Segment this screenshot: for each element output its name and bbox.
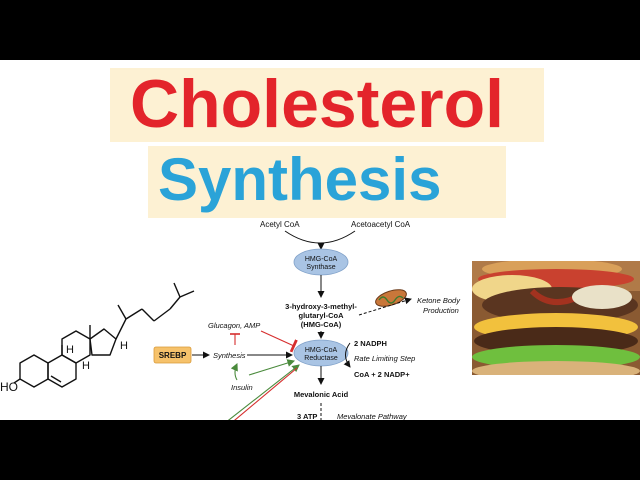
atp-label: 3 ATP <box>297 412 317 420</box>
reductase-label-line2: Reductase <box>304 355 338 362</box>
title-band-2 <box>148 146 506 218</box>
cofactor-curve <box>343 342 351 368</box>
slide-frame: Cholesterol Synthesis <box>0 60 640 420</box>
acetoacetyl-coa-label: Acetoacetyl CoA <box>351 220 411 229</box>
cholesterol-structure: HO H H H <box>0 282 195 394</box>
hydrogen-label-3: H <box>120 340 128 352</box>
hydrogen-label-1: H <box>66 344 74 356</box>
rate-limiting-label: Rate Limiting Step <box>354 354 415 363</box>
lower-activate-line <box>227 364 300 420</box>
title-line-1: Cholesterol <box>130 66 505 142</box>
acetyl-coa-label: Acetyl CoA <box>260 220 300 229</box>
dashed-arrow-to-ketone <box>358 297 412 316</box>
ketone-label-line1: Ketone Body <box>417 296 461 305</box>
mevalonic-acid-label: Mevalonic Acid <box>294 390 349 399</box>
mevalonate-pathway-label: Mevalonate Pathway <box>337 412 408 420</box>
hydroxyl-label: HO <box>0 380 18 394</box>
coa-output-label: CoA + 2 NADP+ <box>354 370 410 379</box>
mitochondrion-icon <box>375 289 407 307</box>
pathway-diagram: Acetyl CoA Acetoacetyl CoA HMG-CoA Synth… <box>153 220 461 420</box>
title-line-2: Synthesis <box>158 146 442 213</box>
burger-illustration <box>472 261 640 375</box>
hydrogen-label-2: H <box>82 360 90 372</box>
hmg-coa-line2: glutaryl-CoA <box>299 311 345 320</box>
synthesis-label: Synthesis <box>213 351 246 360</box>
srebp-label: SREBP <box>159 351 187 360</box>
insulin-label: Insulin <box>231 383 253 392</box>
glucagon-amp-label: Glucagon, AMP <box>208 321 260 330</box>
burger-photo <box>472 261 640 375</box>
synthase-label-line1: HMG-CoA <box>305 256 338 263</box>
synthase-label-line2: Synthase <box>306 264 335 271</box>
title-band-1 <box>110 68 544 142</box>
lower-inhibit-line <box>234 367 298 420</box>
srebp-box <box>153 346 192 364</box>
hmg-coa-line1: 3-hydroxy-3-methyl- <box>285 302 357 311</box>
inhibit-to-reductase <box>260 330 298 353</box>
ketone-label-line2: Production <box>423 306 459 315</box>
substrate-merge-curve <box>284 230 356 244</box>
insulin-activate-line <box>230 362 238 381</box>
insulin-to-reductase <box>248 359 296 376</box>
nadph-label: 2 NADPH <box>354 339 387 348</box>
reductase-label-line1: HMG-CoA <box>305 347 338 354</box>
hmg-coa-line3: (HMG-CoA) <box>301 320 342 329</box>
